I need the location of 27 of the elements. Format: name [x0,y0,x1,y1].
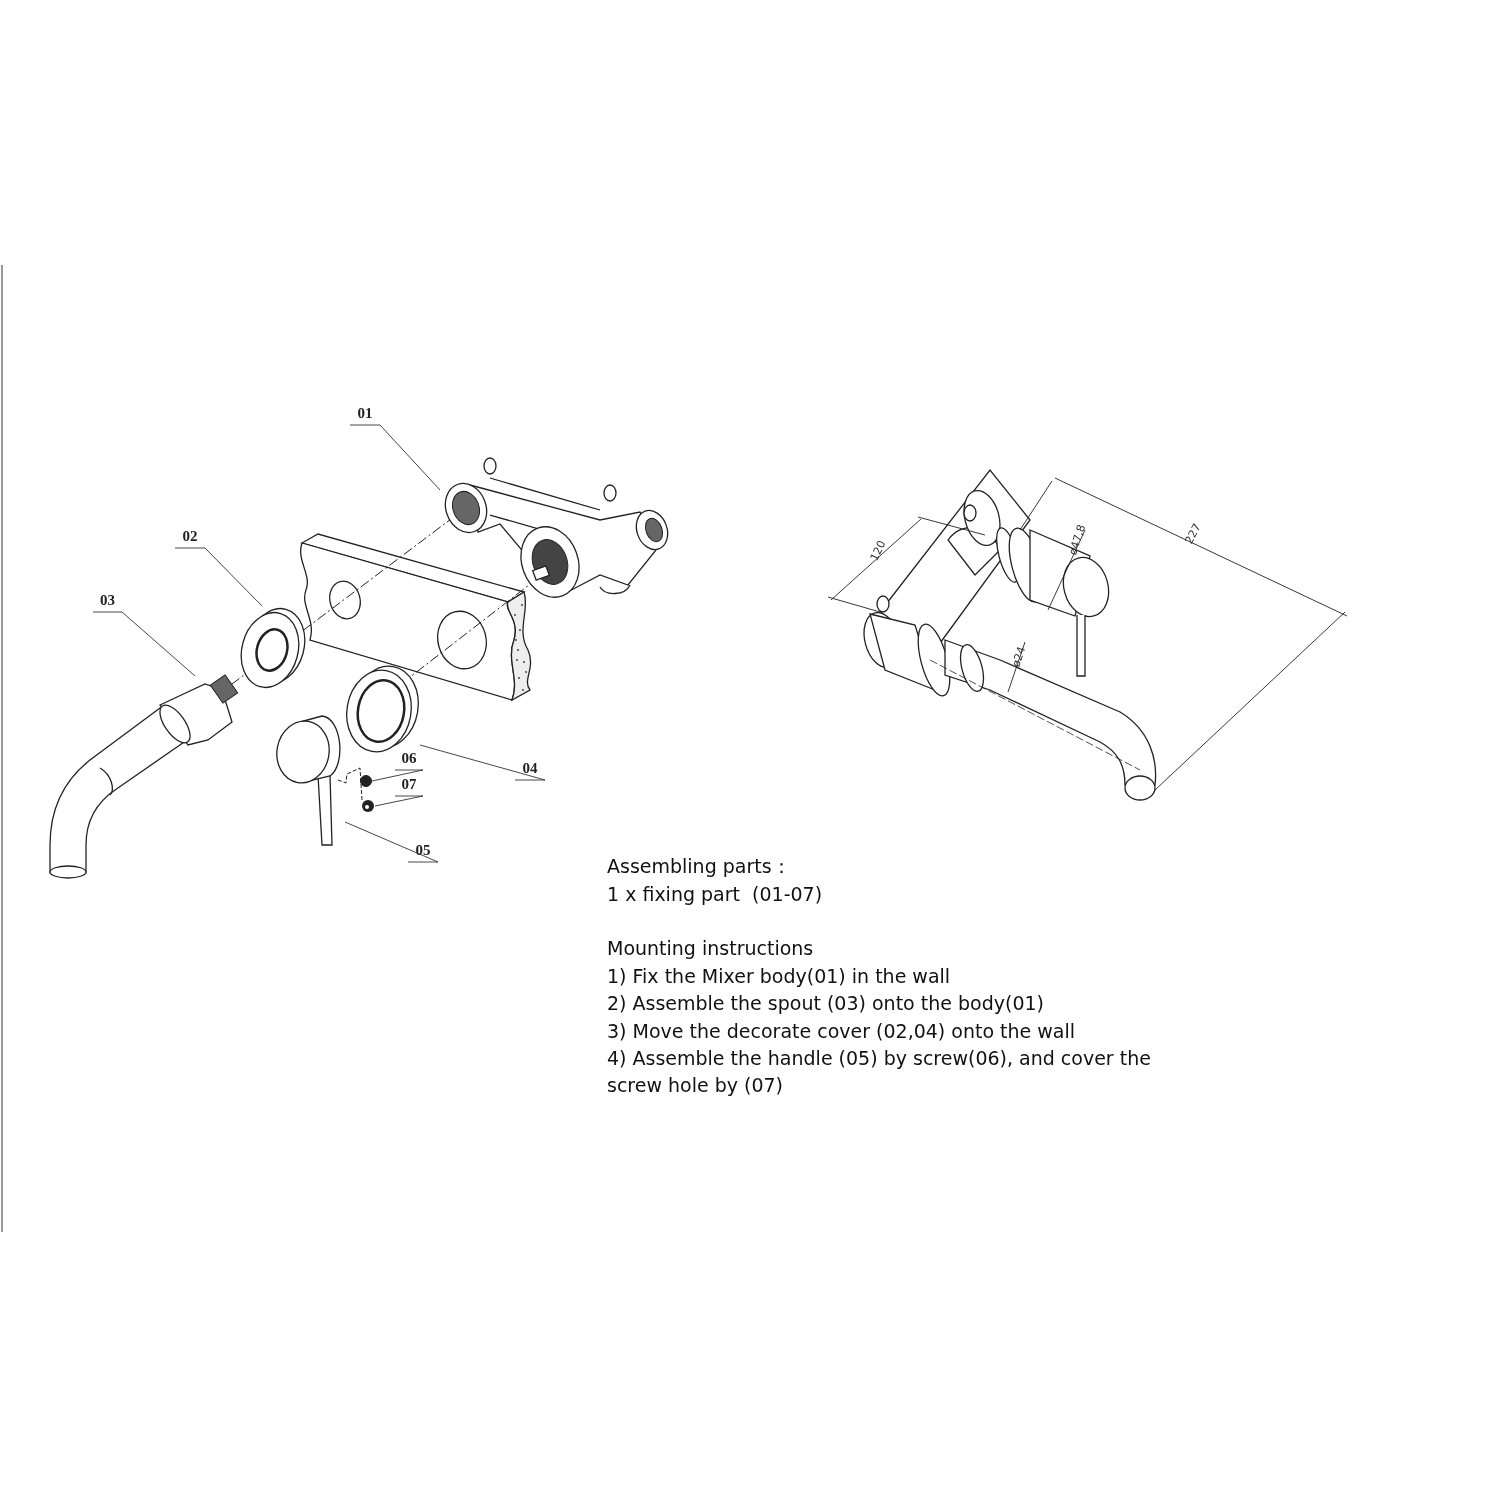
dimension-value: 227 [1183,521,1204,547]
instruction-text: 3) Move the decorate cover (02,04) onto the wall [607,1018,1077,1044]
screw-cap-drawing [361,799,375,813]
callout-number: 06 [395,749,423,770]
leader-line [419,744,546,781]
leader-line [174,547,263,607]
leader-line [371,769,424,782]
dimension-value: ø47,8 [1067,523,1089,557]
instruction-text: 2) Assemble the spout (03) onto the body(01) [607,991,1045,1016]
instruction-text: 1 x fixing part (01-07) [607,881,824,907]
callout-number: 04 [515,759,545,780]
callout-number: 03 [93,591,122,612]
leader-line [349,424,441,491]
instruction-text: Assembling parts： [607,854,792,879]
leader-line [374,795,424,807]
dimension-value: 120 [868,538,889,564]
instruction-text: 1) Fix the Mixer body(01) in the wall [607,963,952,989]
screw-drawing [360,775,372,787]
leader-line [344,821,439,863]
instruction-text: Mounting instructions [607,936,815,961]
callout-number: 07 [395,775,423,796]
callout-number: 01 [350,404,380,425]
dimension-value: ø24 [1010,645,1029,669]
instruction-text: 4) Assemble the handle (05) by screw(06), and cover the screw hole by (07) [607,1046,1152,1098]
callout-number: 05 [408,841,438,862]
leader-line [92,611,196,677]
callout-number: 02 [175,527,205,548]
